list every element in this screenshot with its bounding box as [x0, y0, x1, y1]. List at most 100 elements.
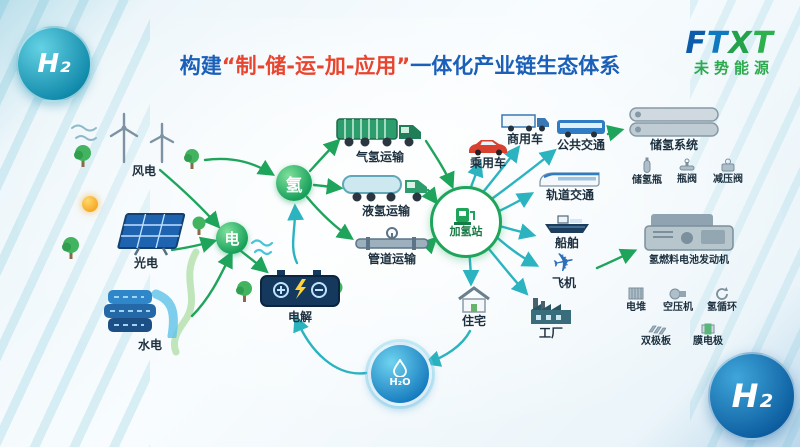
tree-icon: [236, 280, 253, 303]
hydrogen-circle: 氢: [276, 165, 312, 201]
hydrogen-cycle-label: 氢循环: [707, 302, 737, 313]
factory-icon: [531, 298, 571, 324]
bottle-valve-label: 瓶阀: [677, 174, 697, 185]
membrane-electrode-icon: [701, 323, 715, 335]
commercial-vehicle-label: 商用车: [506, 132, 543, 146]
storage-bottle-label: 储氢瓶: [632, 175, 662, 186]
logo-letter: X: [728, 26, 753, 61]
electrolysis-label: 电解: [287, 310, 312, 324]
node-gas-hydrogen-transport: 气氢运输: [332, 114, 428, 165]
solar-panel-icon: [117, 213, 186, 256]
tree-icon: [192, 216, 206, 236]
hydro-dam-icon: [104, 289, 178, 338]
node-hydro-power: 水电: [98, 282, 202, 353]
node-storage-bottle: 储氢瓶: [626, 156, 668, 187]
electrolyzer-icon: [260, 270, 340, 307]
node-electrolysis: 电解: [252, 268, 348, 325]
bipolar-plate-icon: [647, 325, 666, 335]
node-passenger-car: 乘用车: [458, 138, 518, 171]
node-fuel-cell-engine: 氢燃料电池发动机: [634, 210, 744, 267]
hydro-power-label: 水电: [137, 338, 162, 352]
title-prefix: 构建: [179, 54, 222, 78]
node-liquid-hydrogen-transport: 液氢运输: [338, 170, 434, 219]
airplane-icon: ✈: [550, 246, 578, 280]
logo-wordmark: FTXT: [685, 28, 774, 60]
h2-bubble-top-left: H₂: [16, 26, 92, 102]
logo-letter: T: [752, 26, 774, 61]
factory-label: 工厂: [538, 326, 563, 340]
storage-system-label: 储氢系统: [649, 138, 698, 152]
node-hydrogen-station: 加氢站: [430, 186, 502, 258]
ship-label: 船舶: [554, 236, 579, 250]
node-air-compressor: 空压机: [656, 286, 700, 314]
pressure-valve-label: 减压阀: [713, 174, 743, 185]
tanker-truck-icon: [342, 175, 427, 202]
gas-transport-label: 气氢运输: [355, 150, 404, 164]
node-public-transit: 公共交通: [548, 118, 614, 153]
passenger-car-label: 乘用车: [469, 156, 506, 170]
air-compressor-label: 空压机: [663, 302, 693, 313]
box-truck-icon: [501, 114, 549, 132]
node-ship: 船舶: [536, 214, 598, 251]
bus-icon: [557, 120, 605, 138]
ship-icon: [545, 215, 589, 233]
logo-letter: F: [685, 26, 707, 61]
sun-icon: [82, 196, 98, 212]
node-hydrogen: 氢: [276, 165, 312, 201]
station-label: 加氢站: [449, 225, 483, 239]
node-bipolar-plate: 双极板: [634, 322, 678, 348]
wind-turbine-icon: [109, 112, 175, 164]
house-icon: [458, 286, 490, 313]
ftxt-logo: FTXT 未势能源: [685, 28, 774, 76]
node-residence: 住宅: [448, 286, 500, 329]
logo-subtext: 未势能源: [693, 58, 774, 77]
tree-icon: [62, 236, 80, 260]
aircraft-label: 飞机: [551, 276, 576, 290]
page-title: 构建“制-储-运-加-应用”一体化产业链生态体系: [0, 50, 800, 80]
logo-letter: T: [706, 26, 729, 61]
public-transit-label: 公共交通: [556, 138, 605, 152]
residence-label: 住宅: [461, 314, 486, 328]
stack-label: 电堆: [626, 302, 646, 313]
solar-power-label: 光电: [133, 256, 158, 270]
liquid-transport-label: 液氢运输: [361, 204, 410, 218]
h2o-cycle-badge: H₂O: [368, 342, 432, 406]
node-pipeline-transport: 管道运输: [352, 226, 432, 267]
node-electricity: 电: [216, 222, 248, 254]
bipolar-plate-label: 双极板: [641, 336, 671, 347]
tree-icon: [74, 144, 92, 168]
electricity-circle: 电: [216, 222, 248, 254]
hydrogen-label: 氢: [285, 175, 303, 196]
tree-icon: [184, 148, 200, 170]
title-suffix: 一体化产业链生态体系: [410, 54, 621, 78]
title-quoted: “制-储-运-加-应用”: [221, 54, 411, 78]
h2o-label: H₂O: [389, 377, 411, 389]
electricity-label: 电: [224, 229, 240, 248]
hydrogen-bottle-icon: [643, 157, 651, 173]
node-factory: 工厂: [522, 296, 580, 341]
h2-bubble-bottom-right: H₂: [708, 352, 796, 440]
wind-power-label: 风电: [131, 164, 156, 178]
pipeline-icon: [355, 227, 429, 250]
node-membrane-electrode: 膜电极: [686, 322, 730, 348]
node-wind-power: 风电: [92, 112, 196, 179]
node-aircraft: ✈ 飞机: [532, 246, 596, 291]
node-commercial-vehicle: 商用车: [494, 112, 556, 147]
node-rail-transit: 轨道交通: [534, 170, 606, 203]
node-storage-system: 储氢系统: [622, 106, 726, 153]
fuel-pump-icon: [454, 208, 475, 226]
node-solar-power: 光电: [100, 210, 192, 271]
car-icon: [469, 140, 507, 156]
membrane-electrode-label: 膜电极: [693, 336, 723, 347]
tube-trailer-truck-icon: [336, 118, 421, 147]
fuel-cell-engine-icon: [644, 214, 734, 251]
train-icon: [539, 172, 600, 187]
hydrogen-cycle-icon: [716, 287, 728, 300]
bottle-valve-icon: [679, 158, 695, 171]
air-compressor-icon: [669, 288, 686, 300]
storage-tanks-icon: [629, 107, 719, 137]
water-drop-icon: [393, 359, 407, 378]
pipeline-transport-label: 管道运输: [367, 252, 416, 266]
stack-icon: [628, 287, 644, 300]
